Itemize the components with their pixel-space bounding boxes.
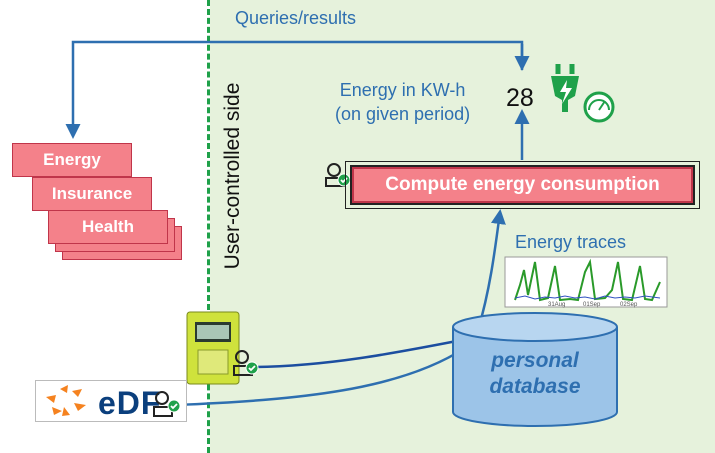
energy-unit-line: Energy in KW-h [339, 80, 466, 100]
queries-results-label: Queries/results [235, 8, 357, 28]
category-card-insurance: Insurance [32, 177, 152, 211]
trace-axis-label: 31Aug [548, 302, 566, 308]
meter-stamp-icon [233, 350, 259, 376]
energy-traces-label: Energy traces [515, 232, 627, 252]
energy-value: 28 [506, 84, 534, 112]
zone-divider [207, 0, 210, 453]
database-label: personal database [460, 348, 610, 400]
edf-stamp-icon [153, 391, 181, 417]
energy-plug-icon [551, 64, 615, 123]
personal-database [452, 312, 618, 427]
verified-stamp-icon [325, 163, 351, 187]
category-card-energy: Energy [12, 143, 132, 177]
db-to-compute-arrow [476, 209, 506, 331]
meter-to-db-line [254, 338, 463, 369]
edf-logo-icon [46, 385, 86, 416]
energy-period-line: (on given period) [335, 104, 471, 124]
edf-logo-text: eDF [98, 385, 162, 421]
category-card-health: Health [48, 210, 168, 244]
energy-period-label: Energy in KW-h (on given period) [335, 78, 470, 126]
energy-traces-chart [504, 256, 668, 308]
edf-to-db-line [174, 346, 466, 407]
electric-meter-icon [186, 311, 240, 385]
compute-energy-box: Compute energy consumption [350, 165, 695, 205]
database-line2: database [489, 375, 581, 398]
compute-box-frame [345, 161, 700, 209]
database-line1: personal [491, 349, 579, 372]
trace-axis-label: 01Sep [583, 302, 601, 308]
trace-axis-label: 02Sep [620, 302, 638, 308]
